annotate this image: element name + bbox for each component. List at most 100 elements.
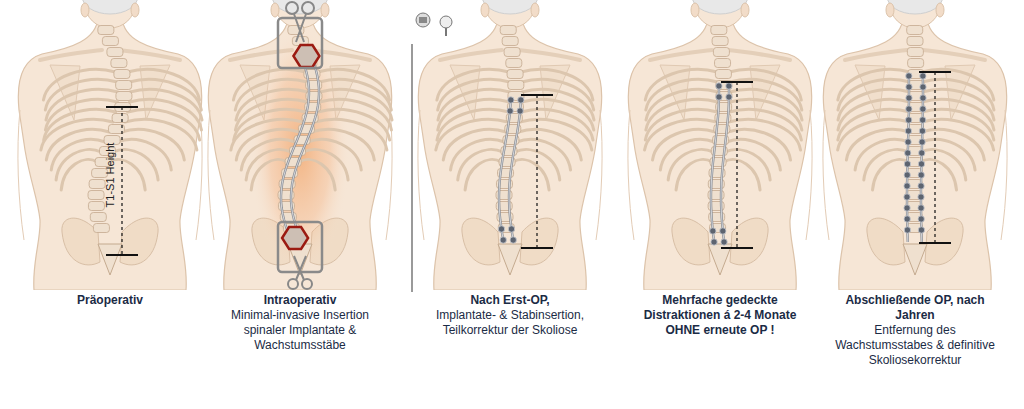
rib (235, 80, 307, 110)
rib (645, 110, 717, 140)
retractor (278, 222, 322, 272)
pedicle-screw (905, 128, 911, 134)
vertebra (98, 26, 114, 35)
pedicle-screw (716, 83, 722, 89)
pedicle-screw (721, 239, 727, 245)
pedicle-screw (918, 216, 924, 222)
pedicle-screw (918, 183, 924, 189)
rib (645, 70, 717, 100)
dimension-line (934, 72, 935, 243)
anchor-incision (293, 45, 319, 67)
vertebra (907, 48, 923, 57)
pedicle-screw (906, 84, 912, 90)
rib (319, 80, 391, 110)
pedicle-screw (905, 117, 911, 123)
pedicle-screw (500, 237, 506, 243)
pedicle-screw (508, 226, 514, 232)
growing-rod (711, 86, 719, 242)
vertebra (116, 92, 132, 101)
retractor (278, 18, 322, 68)
torso-figure (418, 0, 602, 290)
pedicle-screw (918, 194, 924, 200)
rib (127, 70, 199, 100)
vertebra (508, 81, 524, 90)
vertebra (111, 59, 127, 68)
rib (234, 110, 306, 140)
pedicle-screw (904, 183, 910, 189)
pedicle-screw (710, 228, 716, 234)
vertebra (107, 48, 123, 57)
vertebra (93, 224, 109, 233)
pedicle-screw (904, 205, 910, 211)
rib (646, 80, 718, 110)
caption-text: Entfernung des Wachstumsstabes & definit… (825, 323, 1005, 368)
vertebra (507, 70, 523, 79)
rib (922, 90, 994, 120)
caption-text: Implantate- & Stabinsertion, Teilkorrekt… (420, 308, 600, 338)
rib (320, 90, 392, 120)
rib (838, 70, 910, 100)
panel-caption: Präoperativ (20, 293, 200, 308)
instrument-icon (440, 16, 452, 28)
pedicle-screw (507, 108, 513, 114)
caption-heading: Mehrfache gedeckte Distraktionen á 2-4 M… (630, 293, 810, 338)
rib (317, 70, 389, 100)
torso-figure (18, 0, 202, 290)
rib (838, 80, 910, 110)
rib (838, 100, 910, 130)
pedicle-screw (918, 205, 924, 211)
rib (646, 100, 718, 130)
vertebra (715, 59, 731, 68)
vertebra (88, 191, 104, 200)
instrument-icon (445, 28, 447, 36)
growing-rod (721, 86, 729, 242)
rib (303, 150, 348, 180)
dimension-tick (106, 106, 138, 108)
vertebra (88, 202, 104, 211)
scissors (288, 279, 298, 289)
panel-caption: Abschließende OP, nach JahrenEntfernung … (825, 293, 1005, 368)
sacrum (498, 244, 522, 275)
rib (465, 160, 501, 190)
vertebra (506, 59, 522, 68)
scissors (302, 279, 312, 289)
pedicle-screw (517, 108, 523, 114)
growing-rod (721, 86, 729, 242)
rib (129, 80, 201, 110)
vertebra (715, 70, 731, 79)
pedicle-screw (919, 139, 925, 145)
pedicle-screw (716, 94, 722, 100)
rib (522, 100, 594, 130)
dimension-tick (721, 81, 753, 83)
torso (208, 0, 392, 290)
rib (46, 90, 118, 120)
vertebra (90, 213, 106, 222)
rib (676, 160, 712, 190)
vertebra (908, 59, 924, 68)
rib (922, 80, 994, 110)
pedicle-screw (919, 117, 925, 123)
scissors (294, 256, 306, 280)
vertebra (713, 48, 729, 57)
dimension-tick (721, 247, 753, 249)
pedicle-screw (905, 139, 911, 145)
rib (438, 80, 510, 110)
pedicle-screw (904, 227, 910, 233)
scissors (286, 2, 298, 14)
vertebra (114, 70, 130, 79)
caption-text: Minimal-invasive Insertion spinaler Impl… (210, 308, 390, 353)
pedicle-screw (904, 172, 910, 178)
pedicle-screw (904, 161, 910, 167)
pedicle-screw (905, 150, 911, 156)
vertebra (116, 81, 132, 90)
torso-figure (823, 0, 1007, 290)
growing-rod (291, 58, 319, 238)
rib (730, 90, 802, 120)
caption-heading: Präoperativ (20, 293, 200, 308)
vertebra (504, 48, 520, 57)
vertebra (500, 26, 516, 35)
pedicle-screw (510, 237, 516, 243)
rib (522, 90, 594, 120)
pedicle-screw (920, 73, 926, 79)
